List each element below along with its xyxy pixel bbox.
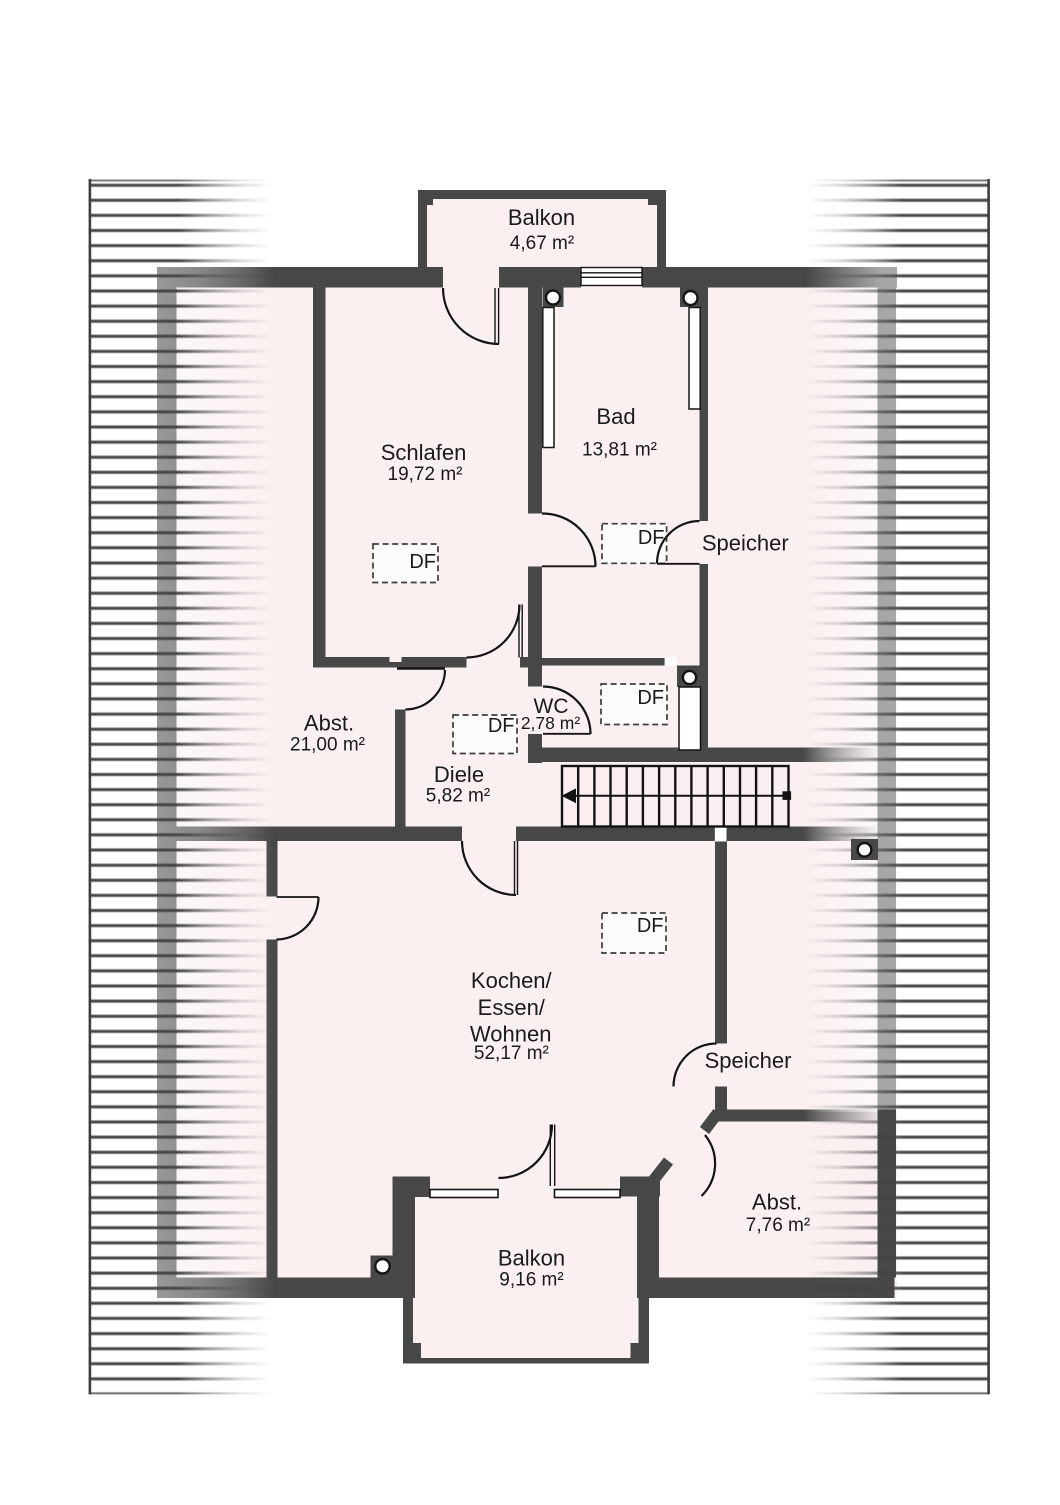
svg-text:Diele: Diele bbox=[434, 762, 484, 787]
svg-text:Balkon: Balkon bbox=[498, 1246, 565, 1271]
svg-text:7,76 m²: 7,76 m² bbox=[746, 1215, 810, 1236]
svg-text:Schlafen: Schlafen bbox=[381, 440, 467, 465]
svg-text:Essen/: Essen/ bbox=[478, 995, 546, 1020]
svg-text:Abst.: Abst. bbox=[752, 1190, 802, 1215]
svg-text:DF: DF bbox=[409, 551, 436, 573]
svg-text:Abst.: Abst. bbox=[304, 711, 354, 736]
svg-text:9,16 m²: 9,16 m² bbox=[499, 1270, 563, 1291]
svg-text:Speicher: Speicher bbox=[702, 531, 789, 556]
svg-text:52,17 m²: 52,17 m² bbox=[474, 1043, 549, 1064]
svg-text:Kochen/: Kochen/ bbox=[471, 968, 553, 993]
svg-text:WC: WC bbox=[534, 695, 569, 718]
svg-text:Speicher: Speicher bbox=[705, 1048, 792, 1073]
svg-text:2,78 m²: 2,78 m² bbox=[521, 713, 580, 733]
svg-text:19,72 m²: 19,72 m² bbox=[388, 464, 463, 485]
svg-text:Balkon: Balkon bbox=[508, 205, 575, 230]
svg-text:5,82 m²: 5,82 m² bbox=[426, 786, 490, 807]
svg-text:DF: DF bbox=[638, 527, 665, 549]
svg-text:DF: DF bbox=[637, 687, 664, 709]
svg-text:13,81 m²: 13,81 m² bbox=[582, 440, 657, 461]
svg-text:4,67 m²: 4,67 m² bbox=[510, 233, 574, 254]
svg-text:DF: DF bbox=[637, 915, 664, 937]
svg-text:Wohnen: Wohnen bbox=[470, 1022, 552, 1047]
svg-text:Bad: Bad bbox=[596, 404, 635, 429]
svg-text:21,00 m²: 21,00 m² bbox=[290, 735, 365, 756]
svg-text:DF: DF bbox=[488, 715, 515, 737]
